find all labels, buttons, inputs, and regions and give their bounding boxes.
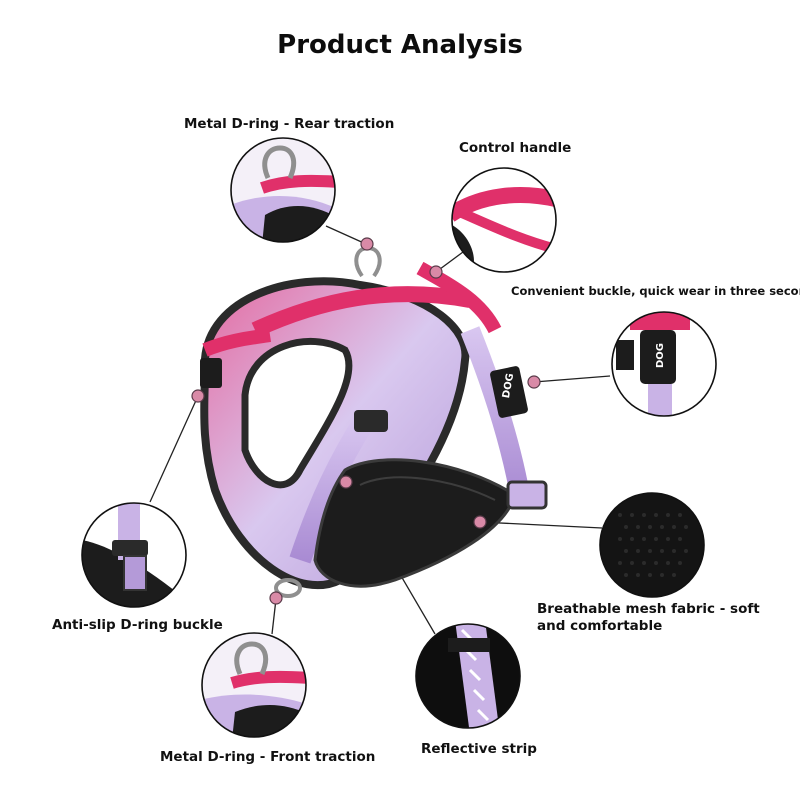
label-front-ring: Metal D-ring - Front traction bbox=[160, 749, 376, 765]
svg-text:DOG: DOG bbox=[655, 343, 666, 368]
zoom-reflective-strip bbox=[415, 623, 521, 729]
zoom-anti-slip-buckle bbox=[81, 502, 187, 608]
label-buckle: Convenient buckle, quick wear in three s… bbox=[511, 284, 800, 298]
zoom-mesh bbox=[599, 492, 705, 598]
harness-body: DOG bbox=[200, 245, 548, 598]
label-rear-ring: Metal D-ring - Rear traction bbox=[184, 116, 395, 132]
label-control-handle: Control handle bbox=[459, 140, 572, 156]
svg-text:DOG: DOG bbox=[501, 373, 516, 400]
page-title: Product Analysis bbox=[277, 30, 523, 60]
zoom-buckle: DOG bbox=[611, 311, 717, 417]
zoom-control-handle bbox=[451, 167, 557, 273]
label-mesh: Breathable mesh fabric - soft and comfor… bbox=[537, 601, 760, 634]
label-reflective: Reflective strip bbox=[421, 741, 537, 757]
zoom-rear-ring bbox=[230, 137, 336, 243]
zoom-front-ring bbox=[201, 632, 307, 738]
callout-markers bbox=[191, 237, 541, 605]
label-anti-slip: Anti-slip D-ring buckle bbox=[52, 617, 223, 633]
